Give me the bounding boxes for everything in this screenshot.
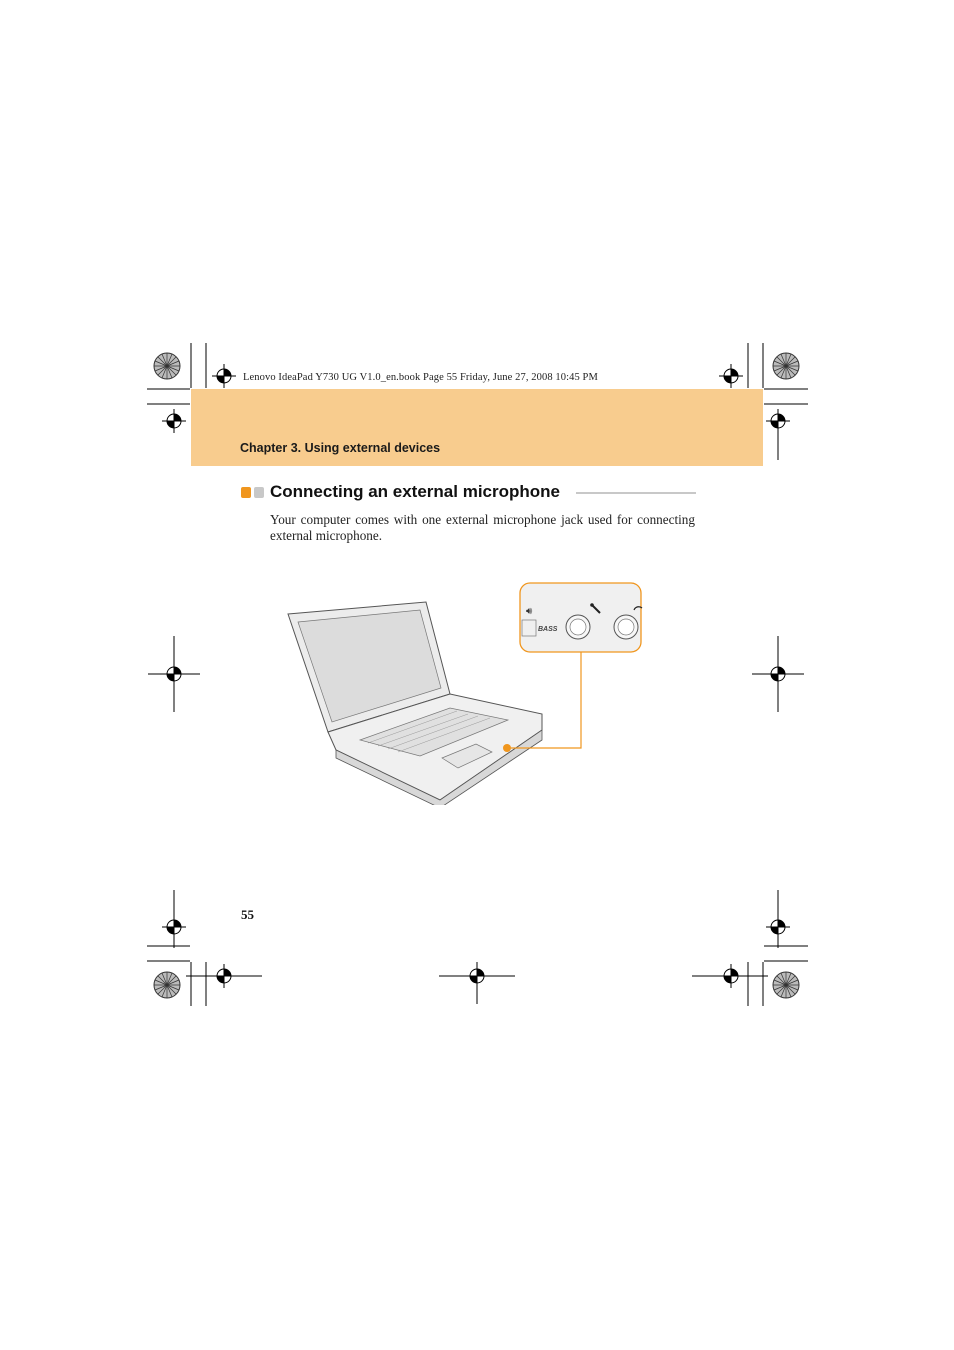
print-meta-line: Lenovo IdeaPad Y730 UG V1.0_en.book Page… bbox=[243, 372, 598, 383]
jack-marker-icon bbox=[503, 744, 511, 752]
grey-bullet-icon bbox=[254, 487, 264, 498]
laptop-icon bbox=[287, 601, 543, 805]
speaker-icon: 🔊︎ bbox=[526, 606, 533, 617]
chapter-title: Chapter 3. Using external devices bbox=[240, 441, 441, 455]
microphone-icon bbox=[591, 604, 601, 614]
section-heading: Connecting an external microphone bbox=[241, 482, 696, 504]
heading-rule bbox=[576, 492, 696, 494]
section-body: Your computer comes with one external mi… bbox=[270, 512, 695, 543]
orange-bullet-icon bbox=[241, 487, 251, 498]
chapter-header-band bbox=[191, 389, 763, 466]
section-title: Connecting an external microphone bbox=[270, 482, 560, 501]
laptop-microphone-illustration: 🔊︎ BASS bbox=[287, 582, 643, 805]
page-number: 55 bbox=[241, 907, 254, 922]
bass-label: BASS bbox=[538, 626, 558, 633]
headphone-icon bbox=[633, 606, 643, 611]
